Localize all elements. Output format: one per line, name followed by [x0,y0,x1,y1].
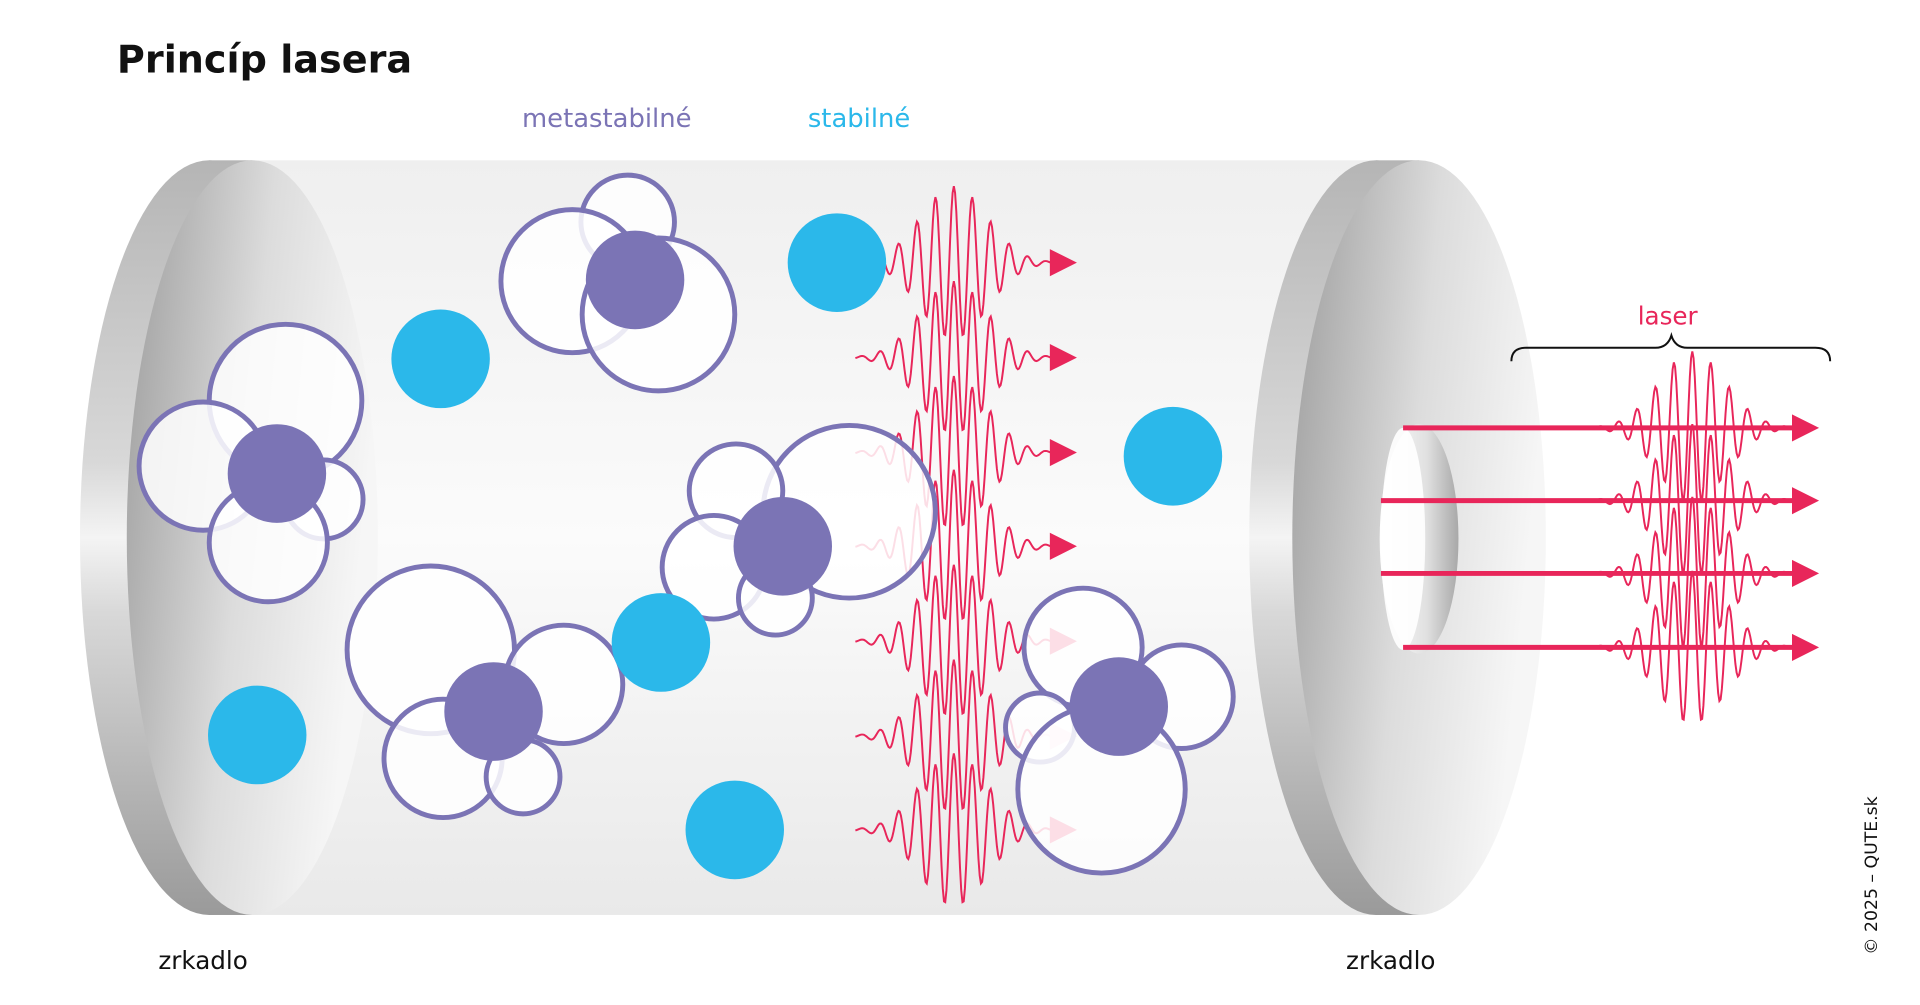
legend-metastable: metastabilné [522,104,691,134]
metastable-atom [1003,585,1236,876]
light-wave [1593,424,1792,575]
laser-beam [1403,351,1820,502]
legend-stable: stabilné [808,104,910,134]
stable-atom [787,213,887,312]
label-laser: laser [1638,301,1699,330]
laser-beam [1403,570,1820,722]
nucleus [733,496,832,596]
light-wave [855,280,1053,432]
arrow-head-icon [1792,633,1820,661]
stable-atom [1123,406,1223,506]
light-wave [1593,351,1792,502]
copyright: © 2025 – QUTE.sk [1862,796,1882,954]
output-laser-beams [1380,351,1820,722]
metastable-atom [136,321,366,605]
nucleus [1069,657,1168,756]
laser-beam [726,280,1077,432]
metastable-atom [344,563,626,821]
stable-atom [685,780,784,880]
arrow-head-icon [1049,344,1077,372]
light-wave [1593,496,1792,648]
light-wave [855,186,1053,337]
arrow-head-icon [1792,487,1820,515]
nucleus [444,662,543,761]
right-mirror [1249,160,1546,915]
laser-beam [1380,496,1820,648]
laser-brace [1510,331,1832,362]
arrow-head-icon [1049,249,1077,277]
arrow-head-icon [1049,532,1077,560]
stable-atom [208,685,307,785]
stable-atom [391,309,490,409]
nucleus [585,230,685,330]
light-wave [855,753,1053,904]
label-mirror-right: zrkadlo [1346,946,1435,975]
arrow-head-icon [1049,438,1077,467]
label-mirror-left: zrkadlo [158,946,247,975]
page-title: Princíp lasera [117,39,412,83]
metastable-atom [498,172,738,394]
laser-beam [1380,424,1820,575]
metastable-atom [659,422,938,638]
laser-beam [726,186,1077,337]
arrow-head-icon [1792,414,1820,442]
light-wave [1593,570,1792,722]
atoms [136,172,1236,880]
arrow-head-icon [1792,559,1820,587]
stable-atom [611,593,711,692]
light-wave [855,564,1053,716]
nucleus [227,424,327,523]
